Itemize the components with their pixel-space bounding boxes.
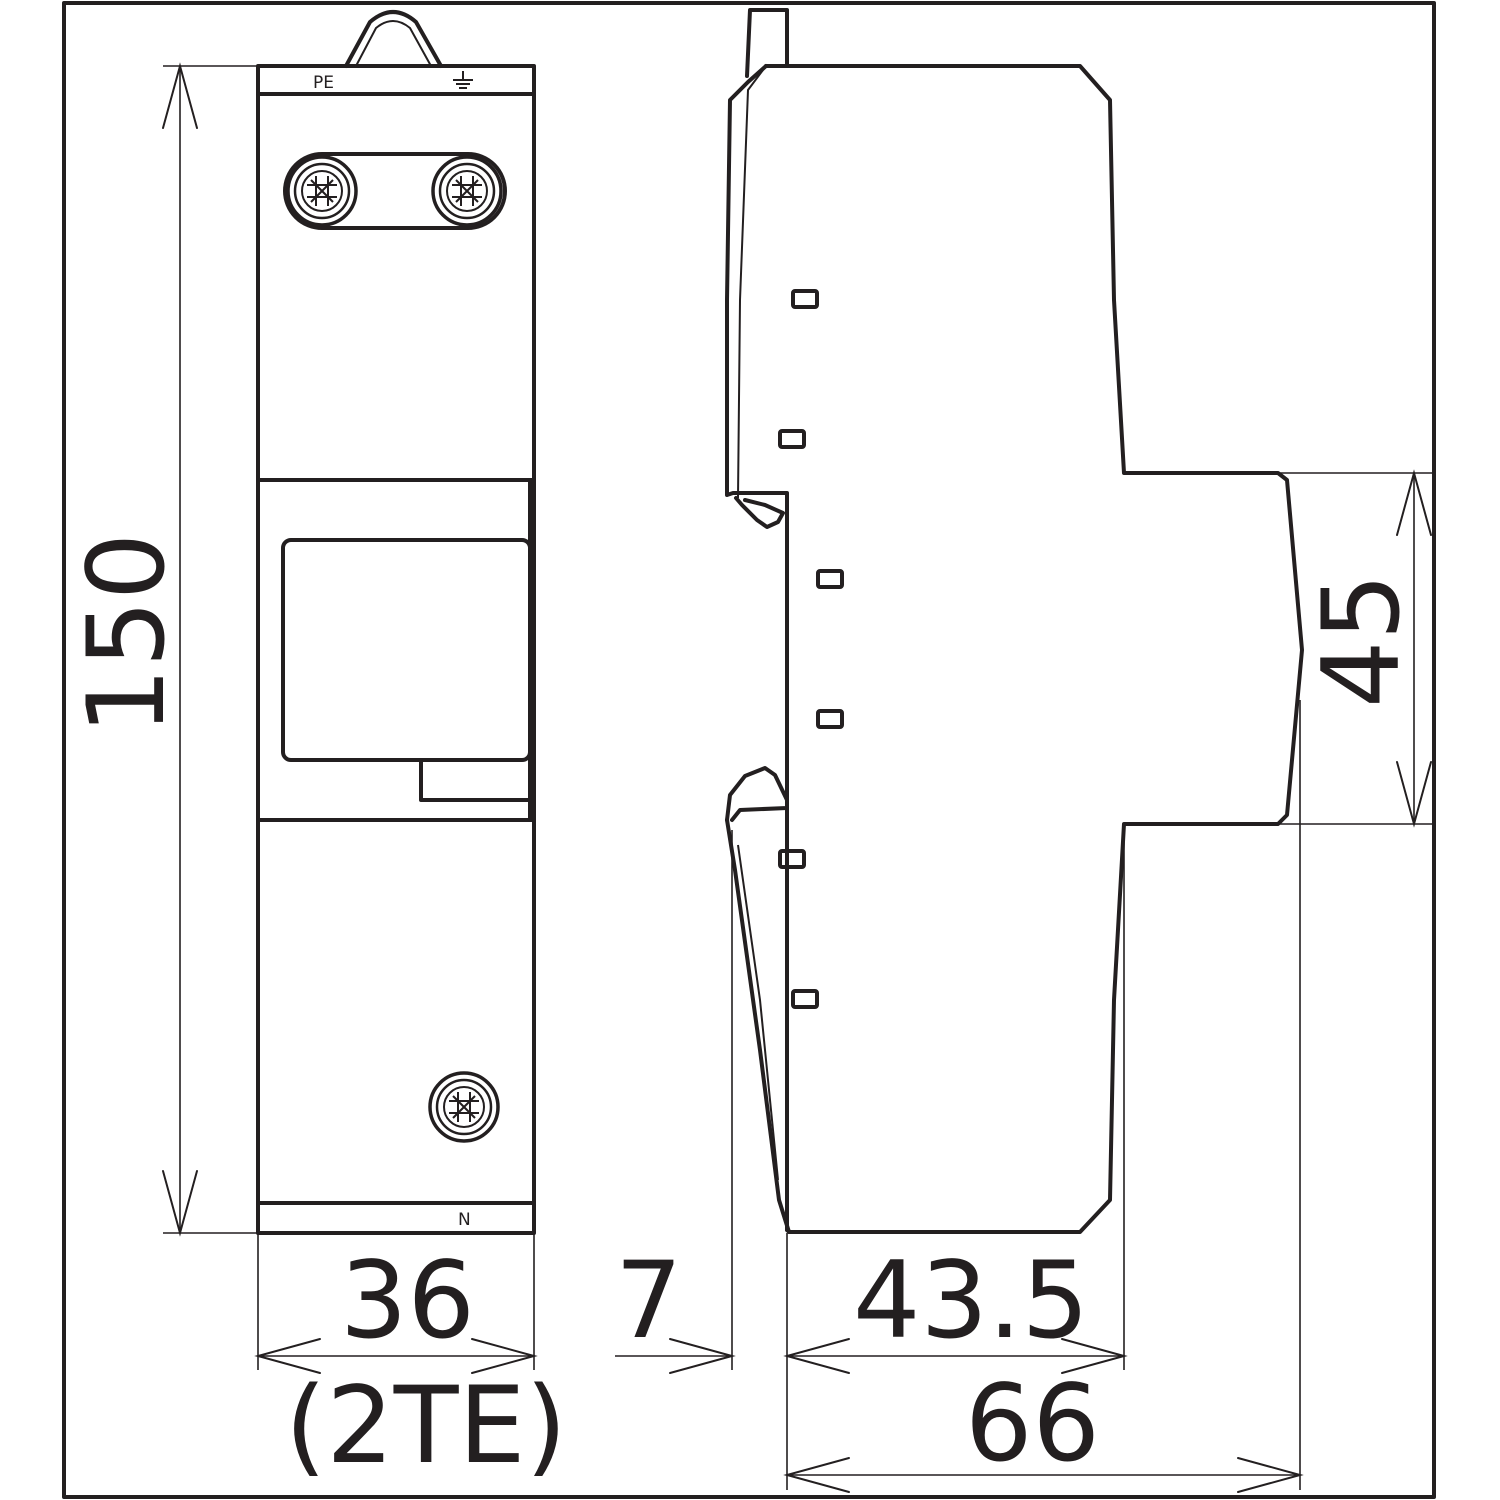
side-slot [816, 709, 844, 729]
rail-latch-bottom [725, 766, 789, 822]
dimension-total-depth-label: 66 [965, 1362, 1100, 1485]
side-rear-profile [725, 64, 789, 1232]
front-view: PE [256, 10, 536, 1235]
side-body-outline [764, 64, 1304, 1234]
n-label: N [458, 1210, 471, 1230]
dimension-lines [162, 62, 1432, 1493]
dimension-body-depth-label: 43.5 [853, 1239, 1089, 1362]
side-lower-rear-edge [737, 844, 779, 1181]
dimension-width-label: 36 [340, 1239, 475, 1362]
side-top-pin [745, 8, 789, 78]
front-body [256, 64, 536, 1235]
side-slot [778, 849, 806, 869]
screw-icon [286, 155, 358, 227]
wire-hook-inner [355, 20, 432, 67]
side-slot [816, 569, 844, 589]
side-slot [778, 429, 806, 449]
dimension-height-label: 150 [65, 533, 188, 735]
drawing-frame [62, 1, 1436, 1499]
screw-icon [431, 155, 503, 227]
side-view [725, 8, 1304, 1234]
side-slot [791, 989, 819, 1009]
wire-hook [344, 10, 443, 68]
release-tab [419, 758, 532, 802]
dimension-width-note: (2TE) [285, 1364, 567, 1487]
side-lower-rear-profile [725, 818, 791, 1234]
indicator-window [281, 538, 532, 762]
dimension-offset-label: 7 [615, 1239, 682, 1362]
screw-icon [428, 1071, 500, 1143]
rail-latch-top [734, 496, 785, 529]
side-slot [791, 289, 819, 309]
dimension-front-height-label: 45 [1300, 573, 1423, 708]
pe-label: PE [313, 73, 334, 93]
earth-ground-icon [453, 71, 473, 89]
pe-clamp-plate [283, 152, 507, 230]
side-rear-edge [737, 65, 767, 499]
